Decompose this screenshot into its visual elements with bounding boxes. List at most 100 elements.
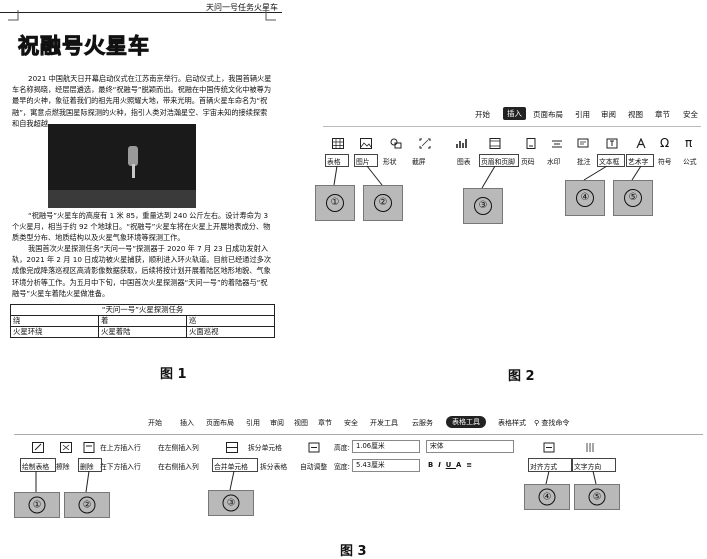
insert-column-right[interactable]: 在右侧插入列 — [158, 463, 199, 471]
tab-review[interactable]: 审阅 — [270, 419, 284, 427]
highlight-picture — [354, 154, 378, 167]
callout-5: ⑤ — [574, 484, 620, 510]
alignment-button[interactable]: 对齐方式 — [530, 463, 558, 471]
tab-insert[interactable]: 插入 — [180, 419, 194, 427]
tab-references[interactable]: 引用 — [246, 419, 260, 427]
textbox-button-label[interactable]: 文本框 — [599, 158, 620, 166]
wordart-icon[interactable] — [635, 138, 647, 149]
text-direction-icon[interactable] — [584, 442, 596, 453]
figure-2-ribbon: 开始 插入 页面布局 引用 审阅 视图 章节 安全 表格 图片 形状 截屏 图表… — [315, 100, 705, 325]
height-label: 高度: — [334, 444, 350, 452]
draw-table-button[interactable]: 绘制表格 — [22, 463, 50, 471]
font-select[interactable]: 宋体 — [426, 440, 514, 453]
align-menu-button[interactable]: ≡ — [466, 461, 477, 469]
document-page: 天问一号任务火星车 祝融号火星车 2021 中国航天日开幕启动仪式在江苏南京举行… — [0, 0, 282, 352]
width-field[interactable]: 5.43厘米 — [352, 459, 420, 472]
table-cell: 巡 — [186, 315, 275, 327]
tab-home[interactable]: 开始 — [148, 419, 162, 427]
callout-5: ⑤ — [613, 180, 653, 216]
text-direction-button[interactable]: 文字方向 — [574, 463, 602, 471]
insert-column-left[interactable]: 在左侧插入列 — [158, 444, 199, 452]
underline-button[interactable]: U — [445, 461, 457, 469]
tab-cloud[interactable]: 云服务 — [412, 419, 433, 427]
highlight-wordart — [626, 154, 654, 167]
table-cell: 着 — [98, 315, 187, 327]
split-cell[interactable]: 拆分单元格 — [248, 444, 282, 452]
shape-button-label[interactable]: 形状 — [383, 158, 397, 166]
watermark-button-label[interactable]: 水印 — [547, 158, 561, 166]
tab-page-layout[interactable]: 页面布局 — [206, 419, 234, 427]
callout-number: ② — [374, 194, 392, 212]
screenshot-icon[interactable] — [419, 138, 431, 149]
merge-cells-button[interactable]: 合并单元格 — [214, 463, 248, 471]
header-footer-button-label[interactable]: 页眉和页脚 — [481, 158, 515, 166]
bold-button[interactable]: B — [428, 461, 439, 469]
search-command[interactable]: ⚲ 查找命令 — [534, 418, 569, 428]
tab-page-layout[interactable]: 页面布局 — [533, 110, 563, 119]
symbol-button-label[interactable]: 符号 — [658, 158, 672, 166]
callout-2: ② — [64, 492, 110, 518]
tab-home[interactable]: 开始 — [475, 110, 490, 119]
italic-button[interactable]: I — [438, 461, 446, 469]
textbox-icon[interactable] — [606, 138, 618, 149]
draw-table-icon[interactable] — [32, 442, 44, 453]
delete-button[interactable]: 删除 — [80, 463, 94, 471]
watermark-icon[interactable] — [551, 138, 563, 149]
table-button-label[interactable]: 表格 — [327, 158, 341, 166]
tab-insert[interactable]: 插入 — [503, 107, 526, 120]
font-color-button[interactable]: A — [456, 461, 467, 469]
insert-row-below[interactable]: 在下方插入行 — [100, 463, 141, 471]
chart-icon[interactable] — [455, 138, 467, 149]
highlight-header-footer — [479, 154, 519, 167]
callout-number: ⑤ — [588, 488, 606, 506]
chart-button-label[interactable]: 图表 — [457, 158, 471, 166]
comment-icon[interactable] — [577, 138, 589, 149]
auto-fit-button[interactable]: 自动调整 — [300, 463, 328, 471]
tab-developer[interactable]: 开发工具 — [370, 419, 398, 427]
table-tools-ribbon — [14, 434, 703, 503]
ribbon-divider — [323, 126, 701, 127]
page-number-icon[interactable] — [525, 138, 537, 149]
font-value: 宋体 — [430, 442, 444, 450]
screenshot-button-label[interactable]: 截屏 — [412, 158, 426, 166]
picture-button-label[interactable]: 图片 — [356, 158, 370, 166]
picture-icon[interactable] — [360, 138, 372, 149]
tab-view[interactable]: 视图 — [628, 110, 643, 119]
tab-chapter[interactable]: 章节 — [655, 110, 670, 119]
tab-table-tools[interactable]: 表格工具 — [446, 416, 486, 428]
comment-button-label[interactable]: 批注 — [577, 158, 591, 166]
page-number-button-label[interactable]: 页码 — [521, 158, 535, 166]
pi-icon[interactable]: π — [685, 136, 693, 150]
shape-icon[interactable] — [390, 138, 402, 149]
callout-2: ② — [363, 185, 403, 221]
tab-chapter[interactable]: 章节 — [318, 419, 332, 427]
wordart-button-label[interactable]: 艺术字 — [628, 158, 649, 166]
height-field[interactable]: 1.06厘米 — [352, 440, 420, 453]
split-table-button[interactable]: 拆分表格 — [260, 463, 288, 471]
insert-row-above[interactable]: 在上方插入行 — [100, 444, 141, 452]
tab-review[interactable]: 审阅 — [601, 110, 616, 119]
omega-icon[interactable]: Ω — [660, 136, 670, 150]
delete-icon[interactable] — [83, 442, 95, 453]
callout-3: ③ — [208, 490, 254, 516]
align-icon[interactable] — [543, 442, 555, 453]
header-footer-icon[interactable] — [489, 138, 501, 149]
auto-fit-icon[interactable] — [308, 442, 320, 453]
tab-security[interactable]: 安全 — [344, 419, 358, 427]
tab-security[interactable]: 安全 — [683, 110, 698, 119]
font-format-buttons[interactable]: BIUA≡ — [428, 461, 477, 469]
callout-4: ④ — [565, 180, 605, 216]
formula-button-label[interactable]: 公式 — [683, 158, 697, 166]
tab-table-style[interactable]: 表格样式 — [498, 419, 526, 427]
callout-1: ① — [315, 185, 355, 221]
width-label: 宽度: — [334, 463, 350, 471]
highlight-delete — [78, 458, 102, 472]
search-label: 查找命令 — [541, 419, 570, 427]
table-cell: 火星环绕 — [10, 326, 99, 338]
merge-icon[interactable] — [226, 442, 238, 453]
eraser-icon[interactable] — [60, 442, 72, 453]
table-icon[interactable] — [332, 138, 344, 149]
eraser-button[interactable]: 擦除 — [56, 463, 70, 471]
tab-references[interactable]: 引用 — [575, 110, 590, 119]
tab-view[interactable]: 视图 — [294, 419, 308, 427]
